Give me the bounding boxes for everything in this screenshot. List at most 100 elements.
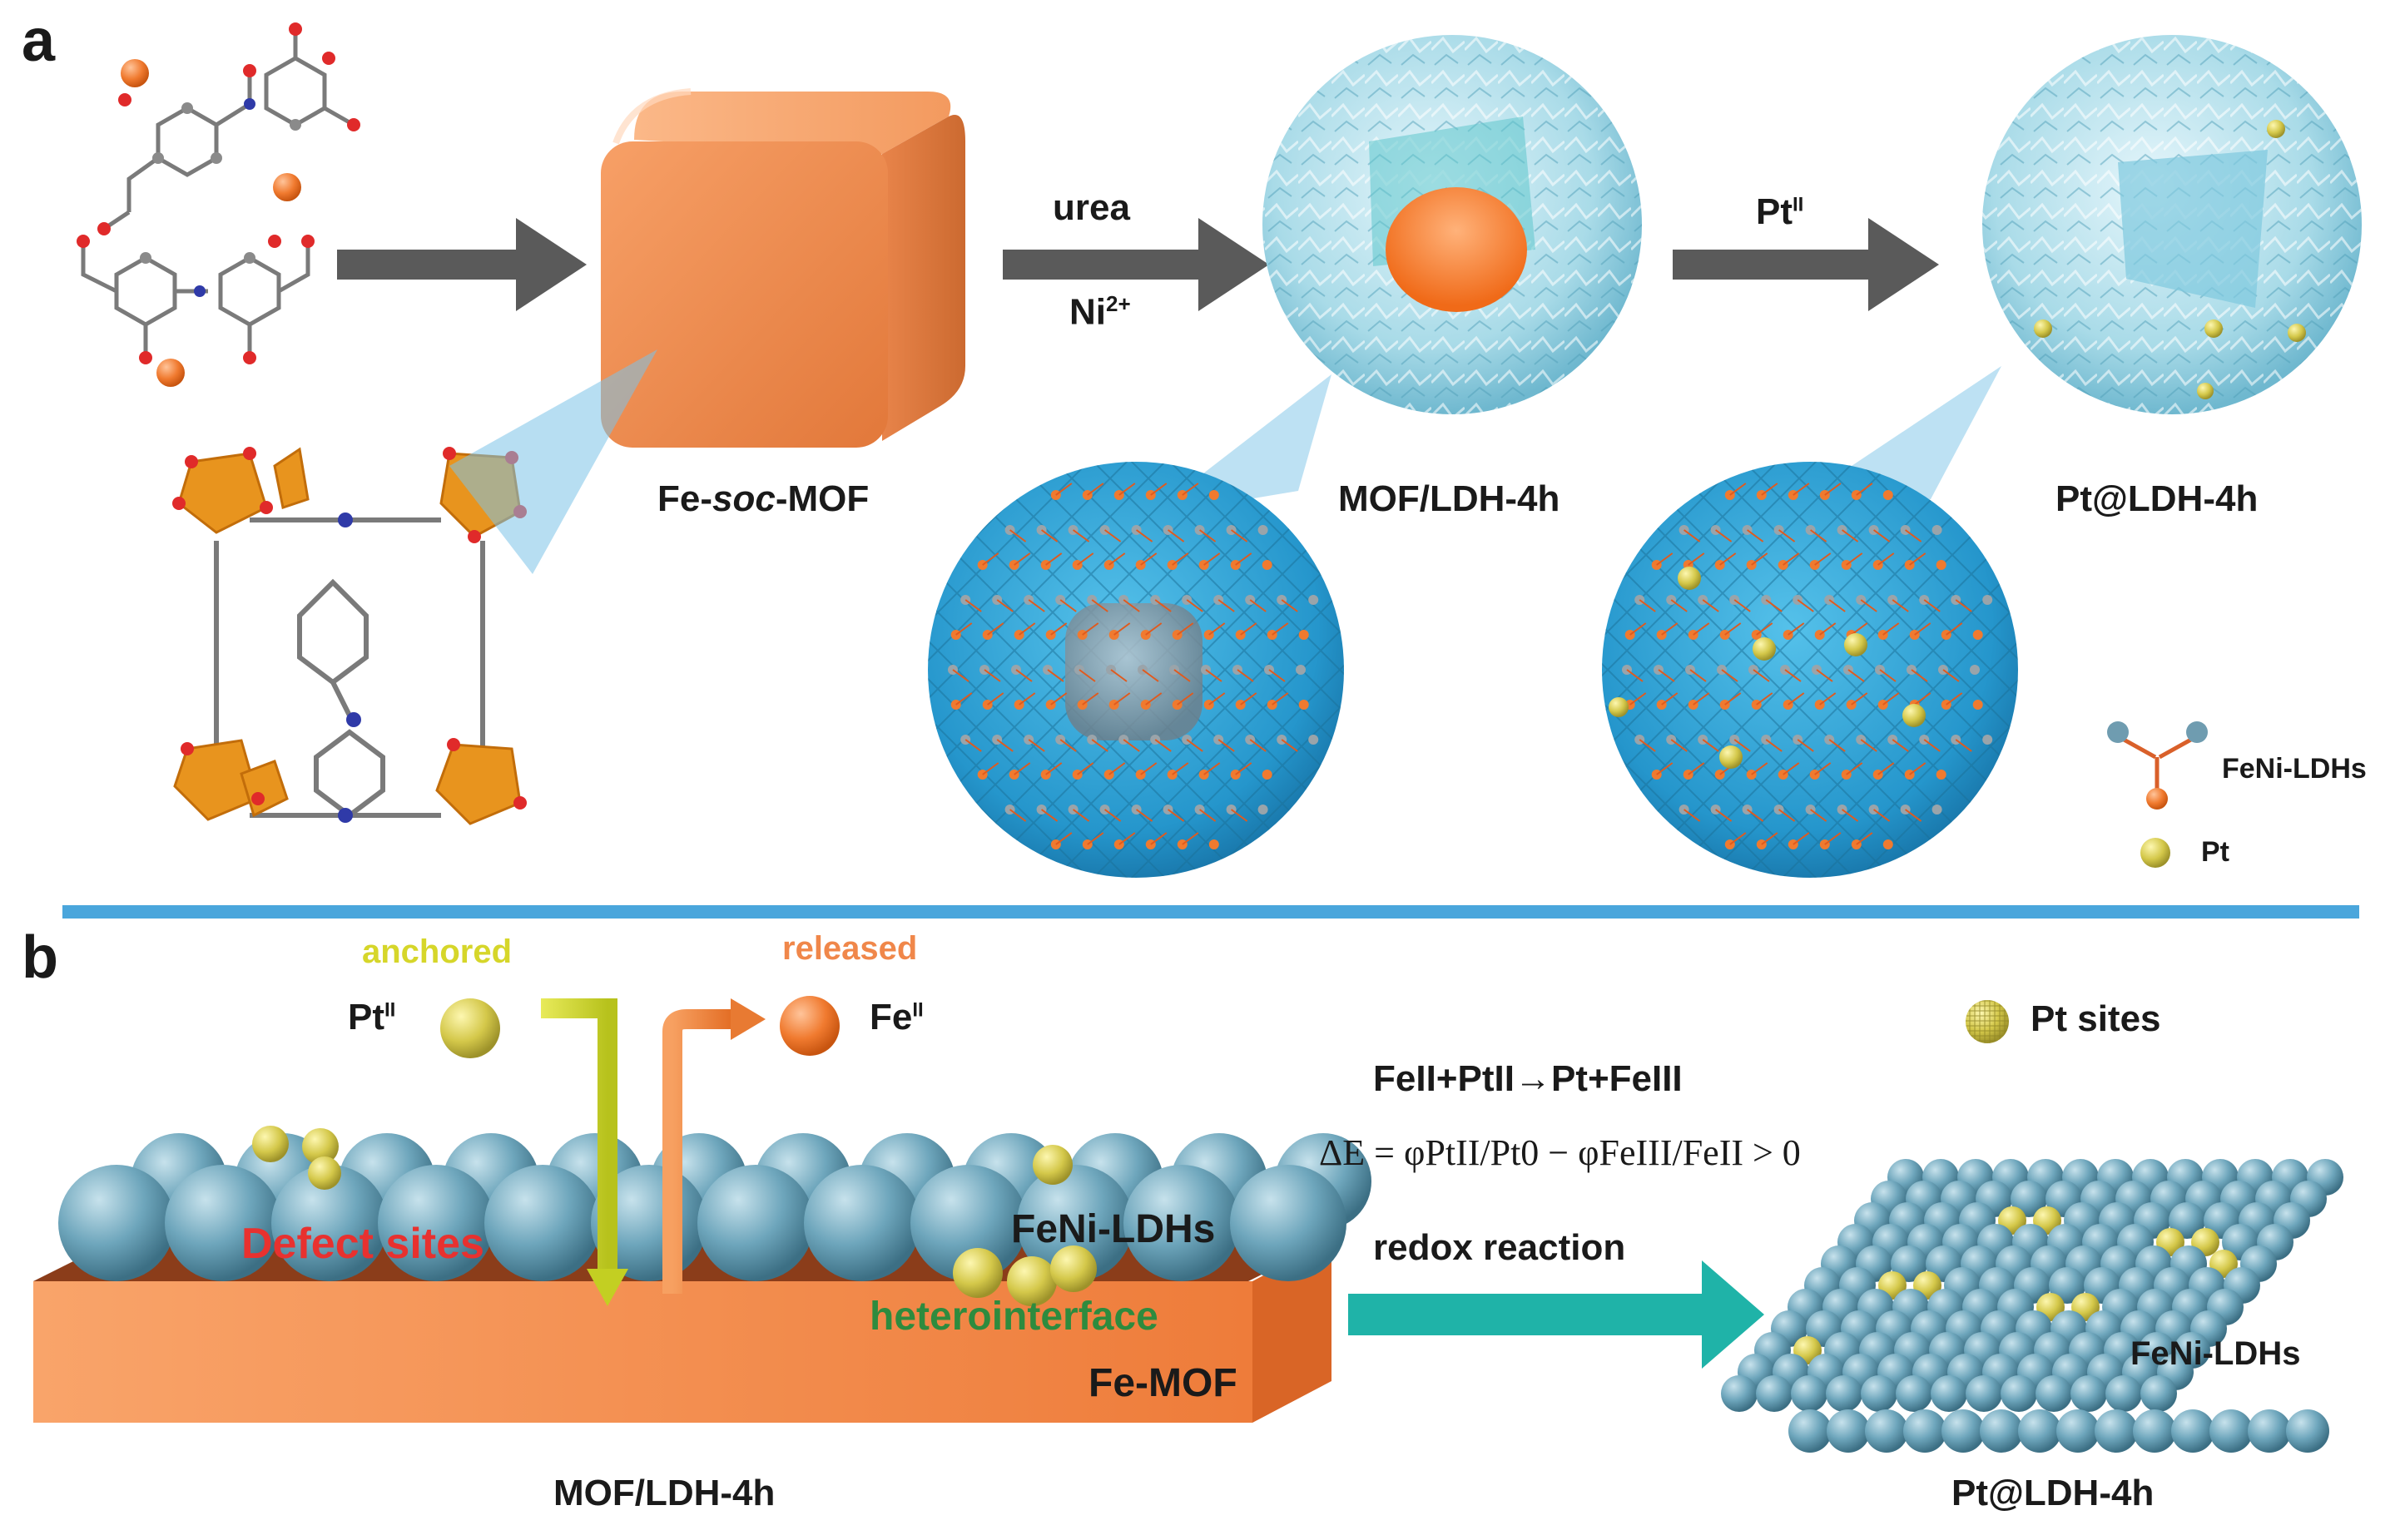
redox-arrow [1348,1260,1764,1369]
ldh-sphere [1827,1409,1870,1453]
lattice-bond [1104,529,1122,542]
lattice-bond [1783,552,1800,566]
ni-label-base: Ni [1069,291,1106,333]
lattice-bond [1702,599,1719,612]
lattice-bond [982,762,999,775]
lattice-bond [1136,529,1153,542]
mof-crystal-structure [172,447,527,825]
lattice-bond [1208,622,1226,636]
lattice-bond [955,692,973,706]
fe-mof-label: Fe-MOF [1088,1361,1237,1405]
lattice-bond [982,552,999,566]
lattice-bond [1186,739,1203,752]
lattice-bond [1847,669,1865,682]
lattice-bond [1087,483,1104,496]
lattice-bond [1923,599,1941,612]
lattice-bond [964,739,982,752]
lattice-bond [1670,739,1688,752]
ldh-sphere [1826,1375,1862,1412]
pt-ldh-atomic-sphere [1602,462,2018,878]
delta-e-equation: ΔE = φPtII/Pt0 − φFeIII/FeII > 0 [1319,1132,1801,1173]
lattice-bond [1177,692,1194,706]
lattice-atom [1296,665,1306,675]
lattice-bond [1670,599,1688,612]
lattice-bond [1793,483,1810,496]
lattice-bond [1142,669,1159,682]
lattice-bond [1873,809,1891,822]
panel-a-letter: a [22,7,56,74]
lattice-bond [1753,669,1770,682]
ldh-sphere [2001,1375,2037,1412]
lattice-atom [1257,805,1268,815]
lattice-bond [1733,739,1751,752]
lattice-bond [1249,599,1267,612]
lattice-bond [1626,669,1644,682]
section-divider [62,905,2359,919]
lattice-atom [1208,490,1219,500]
lattice-atom [1936,560,1946,570]
metal-ion-sphere [121,59,149,87]
pt-particles [252,1126,1097,1306]
lattice-bond [1203,762,1221,775]
lattice-bond [1909,552,1926,566]
lattice-bond [1629,622,1647,636]
lattice-bond [1249,739,1267,752]
lattice-bond [1281,599,1298,612]
lattice-bond [1199,809,1217,822]
lattice-bond [1182,832,1199,845]
ldh-sphere [2133,1409,2176,1453]
lattice-bond [1905,529,1922,542]
lattice-bond [1693,692,1710,706]
lattice-bond [1091,739,1108,752]
ldh-sphere [1230,1165,1346,1281]
feni-ldhs-slab-label: FeNi-LDHs [1011,1207,1216,1251]
lattice-bond [1268,669,1286,682]
lattice-bond [1688,552,1705,566]
lattice-atom [1972,700,1983,710]
lattice-bond [1656,762,1674,775]
lattice-atom [1308,595,1319,605]
lattice-bond [1009,529,1027,542]
ldh-sphere [804,1165,920,1281]
lattice-bond [1819,622,1837,636]
lattice-bond [1814,552,1832,566]
lattice-bond [996,739,1014,752]
fe-soc-mof-italic: soc [712,478,776,519]
ldh-sphere [1865,1409,1908,1453]
lattice-bond [1113,622,1131,636]
pt-sphere-icon [2140,838,2170,868]
lattice-bond [1104,809,1122,822]
lattice-bond [1905,809,1922,822]
lattice-bond [1846,762,1863,775]
lattice-bond [1231,809,1248,822]
lattice-bond [1942,669,1960,682]
lattice-bond [1087,832,1104,845]
lattice-bond [1203,552,1221,566]
lattice-atom [1208,839,1219,849]
lattice-bond [1765,739,1783,752]
lattice-bond [1747,809,1764,822]
lattice-bond [1911,669,1928,682]
ldh-sphere [165,1165,281,1281]
lattice-bond [1186,599,1203,612]
urea-label: urea [1053,187,1130,228]
lattice-bond [1879,669,1897,682]
arrow-synthesis [337,218,587,311]
lattice-bond [955,622,973,636]
lattice-bond [1724,622,1742,636]
legend-feni-ldhs: FeNi-LDHs [2222,753,2367,785]
lattice-bond [1231,529,1248,542]
lattice-bond [1788,622,1805,636]
mof-ldh-atomic-sphere [928,462,1344,878]
lattice-bond [1079,669,1096,682]
ldh-sphere [2286,1409,2329,1453]
lattice-bond [1177,622,1194,636]
pt-sites-icon [1966,1000,2009,1043]
lattice-bond [1140,552,1158,566]
lattice-bond [1073,809,1090,822]
released-label: released [782,930,918,967]
lattice-bond [1015,669,1033,682]
lattice-bond [1955,599,1972,612]
ldh-sphere [2095,1409,2138,1453]
lattice-bond [1145,692,1163,706]
